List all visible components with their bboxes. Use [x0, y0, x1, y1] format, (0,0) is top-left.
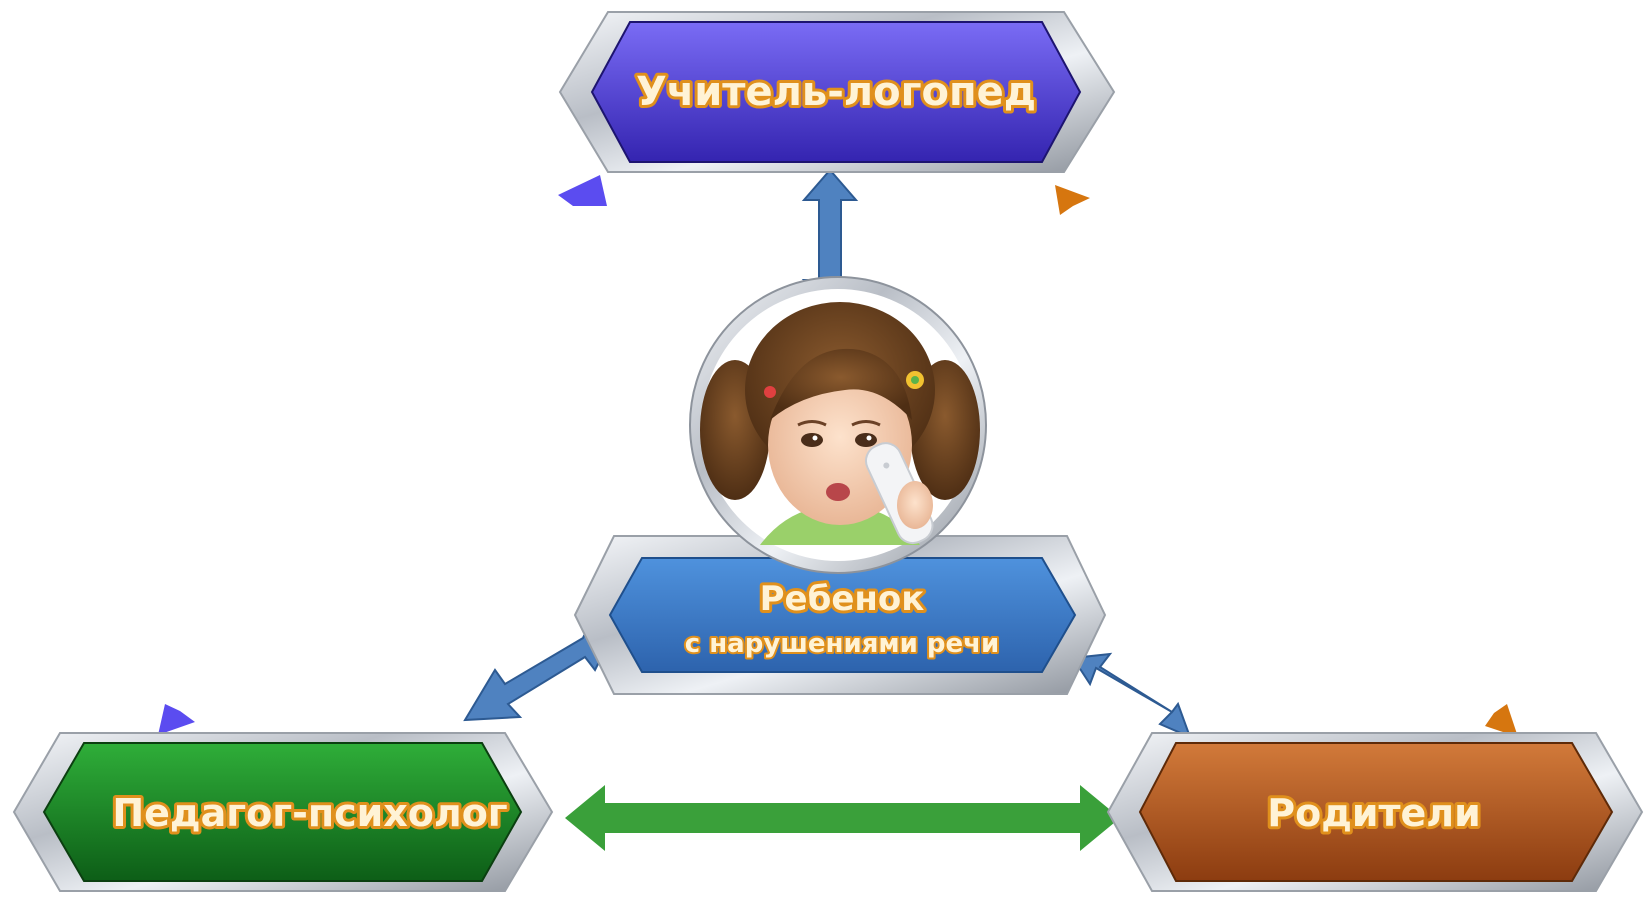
- psychologist-label: Педагог-психолог: [112, 791, 507, 835]
- node-child: Ребенок с нарушениями речи: [573, 535, 1107, 695]
- child-photo: [689, 276, 987, 574]
- node-parents: Родители: [1106, 732, 1644, 892]
- arrow-child-psychologist: [463, 619, 607, 722]
- node-speech-therapist: Учитель-логопед: [558, 11, 1116, 173]
- child-label-title: Ребенок: [760, 579, 925, 619]
- child-label-subtitle: с нарушениями речи: [685, 629, 1000, 659]
- arrow-child-parents: [1071, 652, 1192, 739]
- parents-label: Родители: [1267, 791, 1481, 835]
- arrow-speech-therapist-parents: [1055, 185, 1518, 737]
- arrow-psychologist-parents: [565, 785, 1120, 851]
- girl-with-phone-icon: [700, 302, 980, 545]
- node-psychologist: Педагог-психолог: [12, 732, 554, 892]
- speech-therapist-label: Учитель-логопед: [636, 69, 1036, 115]
- arrow-speech-therapist-psychologist: [158, 175, 607, 735]
